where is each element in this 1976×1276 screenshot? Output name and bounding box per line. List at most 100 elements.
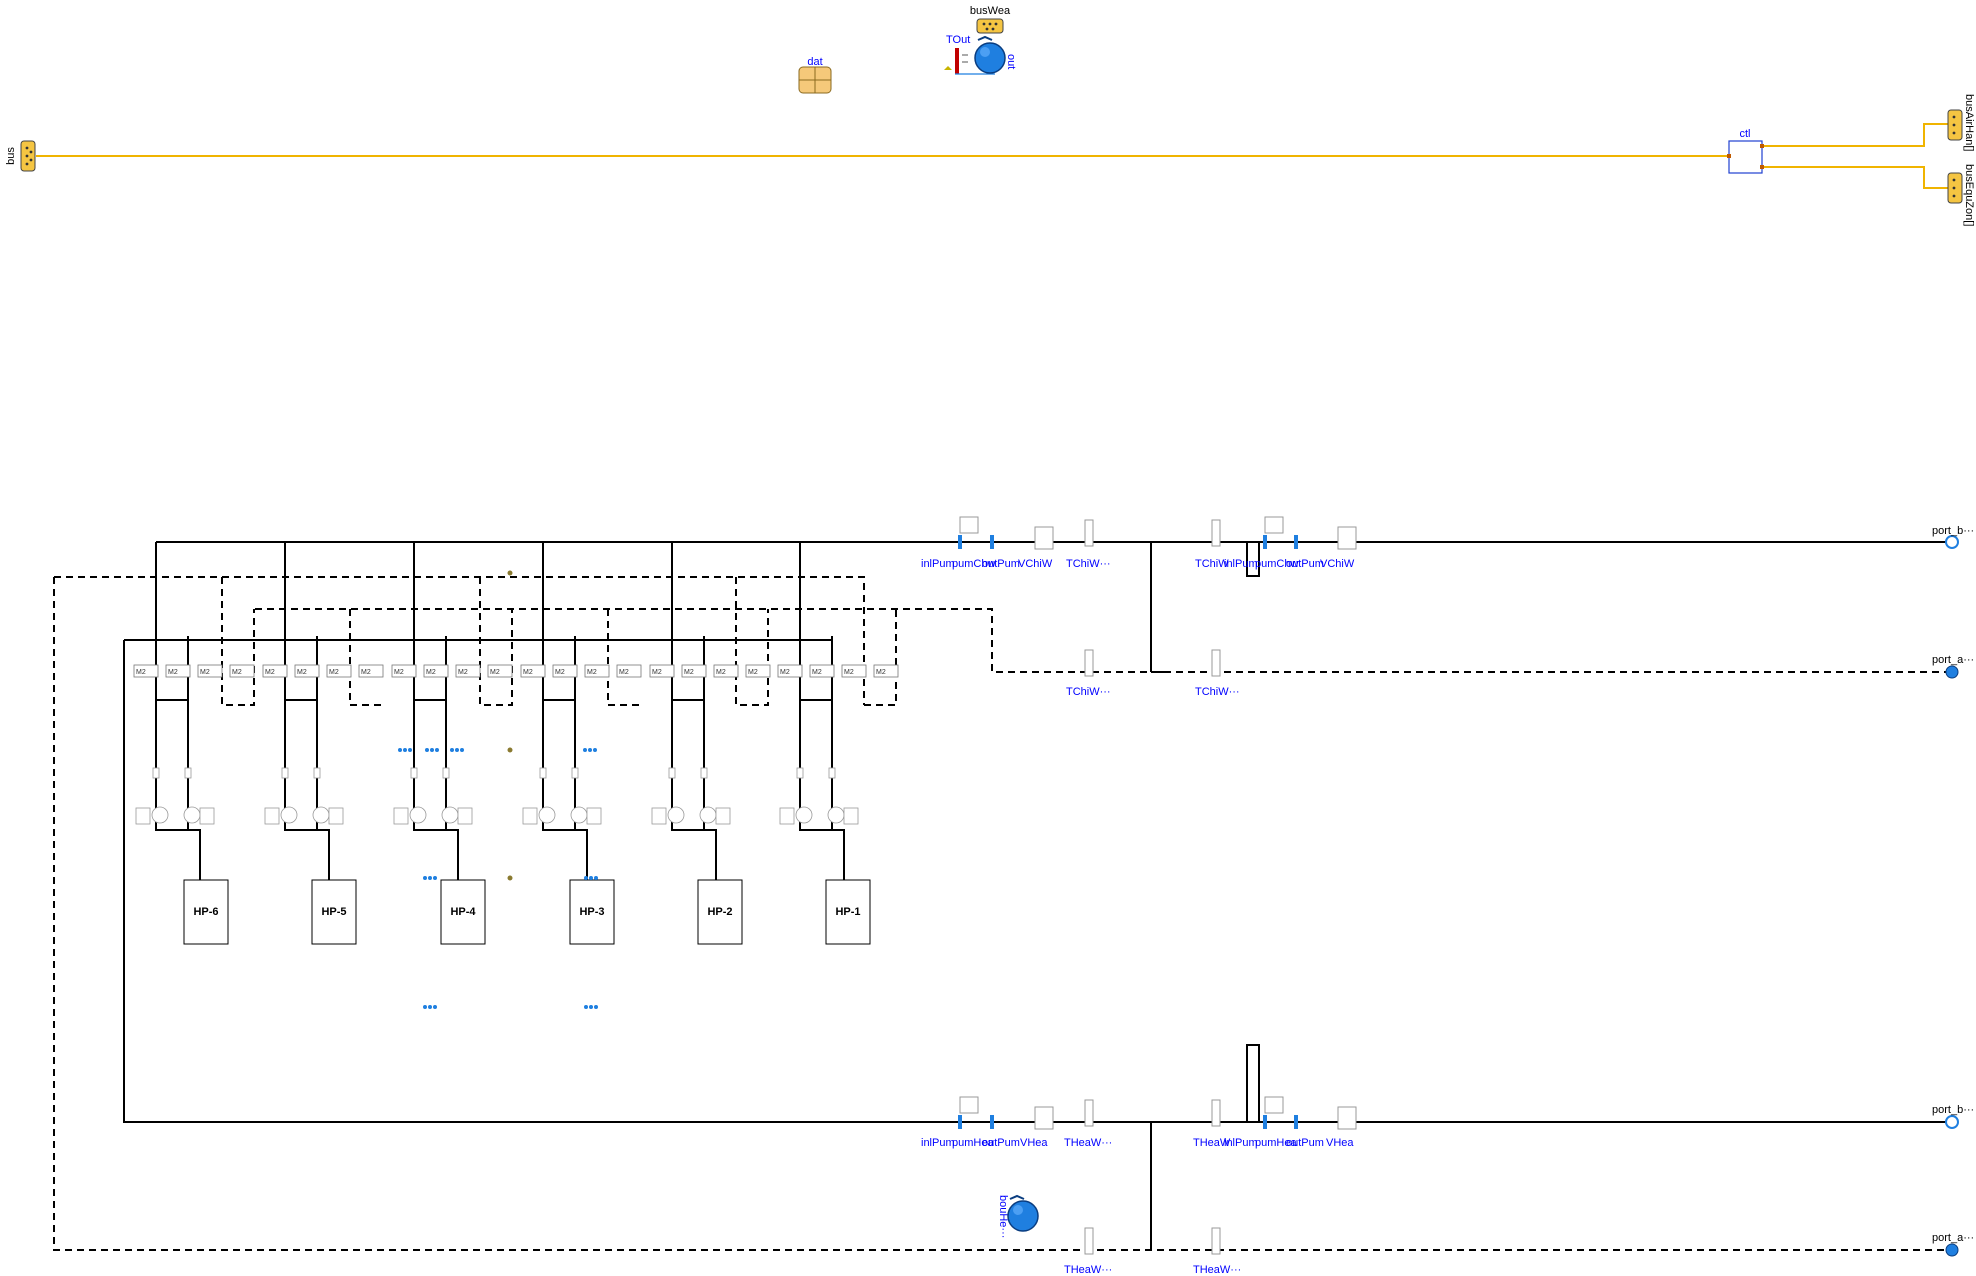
bouHea-boundary[interactable] xyxy=(1007,1194,1039,1232)
svg-text:M2: M2 xyxy=(200,669,210,676)
hw-port-b[interactable] xyxy=(1945,1115,1959,1129)
chw-supply-instruments[interactable] xyxy=(958,516,1357,550)
busWea-connector[interactable] xyxy=(976,18,1004,34)
THw-return1-label: THeaW··· xyxy=(1064,1264,1112,1276)
busAirHan-connector[interactable] xyxy=(1947,109,1963,141)
TOut-label: TOut xyxy=(946,34,970,46)
hw-return-instruments[interactable] xyxy=(1084,1227,1221,1255)
hp-5-unit xyxy=(311,879,357,945)
svg-text:M2: M2 xyxy=(587,669,597,676)
hp-2-unit xyxy=(697,879,743,945)
hp-2-label: HP-2 xyxy=(707,906,732,918)
valve-labels: M2 M2 M2 M2 M2 M2 M2 M2 M2 M2 M2 M2 M2 M2 M2 M2 M2 M2… xyxy=(136,669,886,676)
svg-text:M2: M2 xyxy=(523,669,533,676)
out-boundary[interactable] xyxy=(974,35,1006,74)
svg-text:M2: M2 xyxy=(812,669,822,676)
sensor-indicator-icon xyxy=(944,66,952,70)
inlPum-chw2-label: inlPum xyxy=(1224,558,1258,570)
olive-dots xyxy=(507,570,513,881)
VHw-label: VHea xyxy=(1020,1137,1048,1149)
svg-text:M2: M2 xyxy=(168,669,178,676)
bus-connector[interactable] xyxy=(20,140,36,172)
chw-supply-piping xyxy=(155,541,1952,673)
hp-5-label: HP-5 xyxy=(321,906,346,918)
svg-text:M2: M2 xyxy=(555,669,565,676)
TChw-return2-label: TChiW··· xyxy=(1195,686,1240,698)
outPum-chw2-label: outPum xyxy=(1286,558,1324,570)
hw-port-a-label: port_a··· xyxy=(1932,1232,1974,1244)
VHw2-label: VHea xyxy=(1326,1137,1354,1149)
heat-pump-units[interactable] xyxy=(183,879,871,945)
bouHea-label: bouHe··· xyxy=(997,1195,1009,1238)
svg-text:M2: M2 xyxy=(232,669,242,676)
hp-6-unit xyxy=(183,879,229,945)
inlPum-chw-label: inlPum xyxy=(921,558,955,570)
THw-supply-label: THeaW··· xyxy=(1064,1137,1112,1149)
busEquZon-connector[interactable] xyxy=(1947,172,1963,204)
chw-return-instruments[interactable] xyxy=(1084,649,1221,677)
hp-4-unit xyxy=(440,879,486,945)
svg-text:M2: M2 xyxy=(361,669,371,676)
hp-1-label: HP-1 xyxy=(835,906,860,918)
TChw-return1-label: TChiW··· xyxy=(1066,686,1111,698)
dat-label: dat xyxy=(807,56,822,68)
hp-6-label: HP-6 xyxy=(193,906,218,918)
outPum-hw-label: outPum xyxy=(982,1137,1020,1149)
hp-1-unit xyxy=(825,879,871,945)
svg-text:M2: M2 xyxy=(490,669,500,676)
chw-port-a-label: port_a··· xyxy=(1932,654,1974,666)
TChw-supply-label: TChiW··· xyxy=(1066,558,1111,570)
svg-text:M2: M2 xyxy=(394,669,404,676)
VChw-label: VChiW xyxy=(1018,558,1053,570)
hw-port-a[interactable] xyxy=(1945,1243,1959,1257)
inlPum-hw2-label: inlPum xyxy=(1224,1137,1258,1149)
outPum-hw2-label: outPum xyxy=(1286,1137,1324,1149)
dat-record[interactable] xyxy=(798,66,832,94)
bus-label: bus xyxy=(5,147,17,165)
svg-text:M2: M2 xyxy=(684,669,694,676)
ctl-controller[interactable] xyxy=(1727,140,1764,174)
TChw-supply2-label: TChiW xyxy=(1195,558,1229,570)
svg-text:M2: M2 xyxy=(619,669,629,676)
svg-text:M2: M2 xyxy=(329,669,339,676)
pumHw-label: pumHea xyxy=(952,1137,994,1149)
busWea-label: busWea xyxy=(970,5,1011,17)
svg-text:M2: M2 xyxy=(652,669,662,676)
VChw2-label: VChiW xyxy=(1320,558,1355,570)
busAirHan-label: busAirHan[] xyxy=(1963,94,1975,151)
hp-3-label: HP-3 xyxy=(579,906,604,918)
hw-supply-instruments[interactable] xyxy=(958,1096,1357,1130)
svg-text:M2: M2 xyxy=(844,669,854,676)
pumHw2-label: pumHea xyxy=(1255,1137,1297,1149)
hp-4-label: HP-4 xyxy=(450,906,476,918)
TOut-sensor[interactable] xyxy=(955,48,995,75)
out-label: out xyxy=(1005,54,1017,69)
svg-text:M2: M2 xyxy=(136,669,146,676)
heat-pump-branches xyxy=(155,636,845,880)
chw-port-a[interactable] xyxy=(1945,665,1959,679)
busAirHan-line xyxy=(1764,123,1948,147)
hw-port-b-label: port_b··· xyxy=(1932,1104,1974,1116)
svg-text:M2: M2 xyxy=(297,669,307,676)
ctl-label: ctl xyxy=(1740,128,1751,140)
svg-text:M2: M2 xyxy=(265,669,275,676)
svg-text:M2: M2 xyxy=(780,669,790,676)
valve-row[interactable] xyxy=(133,664,899,678)
outPum-chw-label: outPum xyxy=(982,558,1020,570)
chw-port-b[interactable] xyxy=(1945,535,1959,549)
busEquZon-label: busEquZon[] xyxy=(1963,164,1975,226)
svg-text:M2: M2 xyxy=(748,669,758,676)
signal-dots xyxy=(398,748,598,1009)
svg-text:M2: M2 xyxy=(876,669,886,676)
hw-supply-piping xyxy=(123,639,1952,1250)
branch-pumps[interactable] xyxy=(135,767,859,825)
inlPum-hw-label: inlPum xyxy=(921,1137,955,1149)
svg-text:M2: M2 xyxy=(426,669,436,676)
hp-3-unit xyxy=(569,879,615,945)
svg-text:M2: M2 xyxy=(458,669,468,676)
THw-return2-label: THeaW··· xyxy=(1193,1264,1241,1276)
busEquZon-line xyxy=(1764,166,1948,189)
THw-supply2-label: THeaW xyxy=(1193,1137,1231,1149)
pumChw-label: pumChw xyxy=(952,558,995,570)
